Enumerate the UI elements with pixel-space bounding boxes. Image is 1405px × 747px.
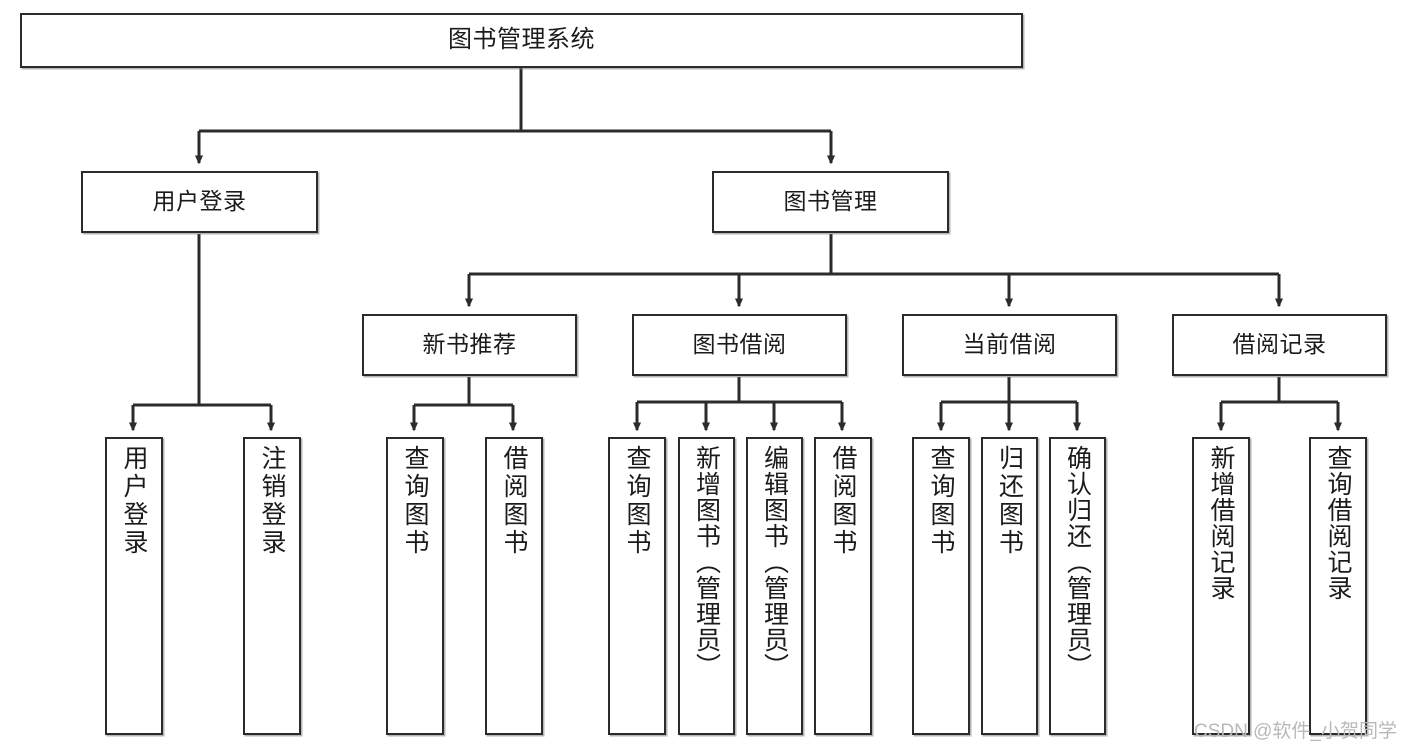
leaf-user-login-logout[interactable]: 注销登录	[243, 437, 301, 735]
leaf-user-login-login-label: 用户登录	[120, 445, 148, 557]
leaf-current-borrow-return[interactable]: 归还图书	[981, 437, 1038, 735]
node-new-book-recommend-label: 新书推荐	[422, 331, 517, 358]
node-book-borrow-label: 图书借阅	[692, 331, 787, 358]
leaf-borrow-record-add-label: 新增借阅记录	[1207, 445, 1235, 601]
node-book-management-label: 图书管理	[783, 188, 878, 215]
leaf-book-borrow-add[interactable]: 新增图书（管理员）	[678, 437, 735, 735]
leaf-new-book-borrow[interactable]: 借阅图书	[485, 437, 543, 735]
leaf-user-login-login[interactable]: 用户登录	[105, 437, 163, 735]
leaf-book-borrow-borrow[interactable]: 借阅图书	[814, 437, 872, 735]
leaf-current-borrow-return-label: 归还图书	[995, 445, 1024, 557]
leaf-user-login-logout-label: 注销登录	[258, 445, 286, 557]
leaf-new-book-query-label: 查询图书	[401, 445, 429, 557]
leaf-borrow-record-add[interactable]: 新增借阅记录	[1192, 437, 1250, 735]
node-root-label: 图书管理系统	[448, 26, 595, 54]
node-current-borrow-label: 当前借阅	[962, 331, 1057, 358]
node-current-borrow[interactable]: 当前借阅	[902, 314, 1117, 376]
node-root[interactable]: 图书管理系统	[20, 13, 1023, 68]
leaf-book-borrow-edit-label: 编辑图书（管理员）	[760, 445, 789, 679]
node-book-management[interactable]: 图书管理	[712, 171, 949, 233]
leaf-book-borrow-query-label: 查询图书	[623, 445, 651, 557]
node-borrow-record[interactable]: 借阅记录	[1172, 314, 1387, 376]
watermark: CSDN @软件_小贺同学	[1194, 721, 1397, 742]
node-user-login-label: 用户登录	[152, 188, 247, 215]
node-user-login[interactable]: 用户登录	[81, 171, 318, 233]
node-new-book-recommend[interactable]: 新书推荐	[362, 314, 577, 376]
leaf-current-borrow-query[interactable]: 查询图书	[912, 437, 970, 735]
leaf-current-borrow-confirm-return[interactable]: 确认归还（管理员）	[1049, 437, 1106, 735]
leaf-current-borrow-confirm-return-label: 确认归还（管理员）	[1063, 445, 1092, 679]
leaf-current-borrow-query-label: 查询图书	[927, 445, 955, 557]
leaf-book-borrow-add-label: 新增图书（管理员）	[692, 445, 721, 679]
leaf-borrow-record-query-label: 查询借阅记录	[1324, 445, 1352, 601]
leaf-new-book-borrow-label: 借阅图书	[500, 445, 528, 557]
leaf-book-borrow-query[interactable]: 查询图书	[608, 437, 666, 735]
leaf-book-borrow-edit[interactable]: 编辑图书（管理员）	[746, 437, 803, 735]
leaf-new-book-query[interactable]: 查询图书	[386, 437, 444, 735]
leaf-book-borrow-borrow-label: 借阅图书	[829, 445, 857, 557]
leaf-borrow-record-query[interactable]: 查询借阅记录	[1309, 437, 1367, 735]
node-book-borrow[interactable]: 图书借阅	[632, 314, 847, 376]
node-borrow-record-label: 借阅记录	[1232, 331, 1327, 358]
